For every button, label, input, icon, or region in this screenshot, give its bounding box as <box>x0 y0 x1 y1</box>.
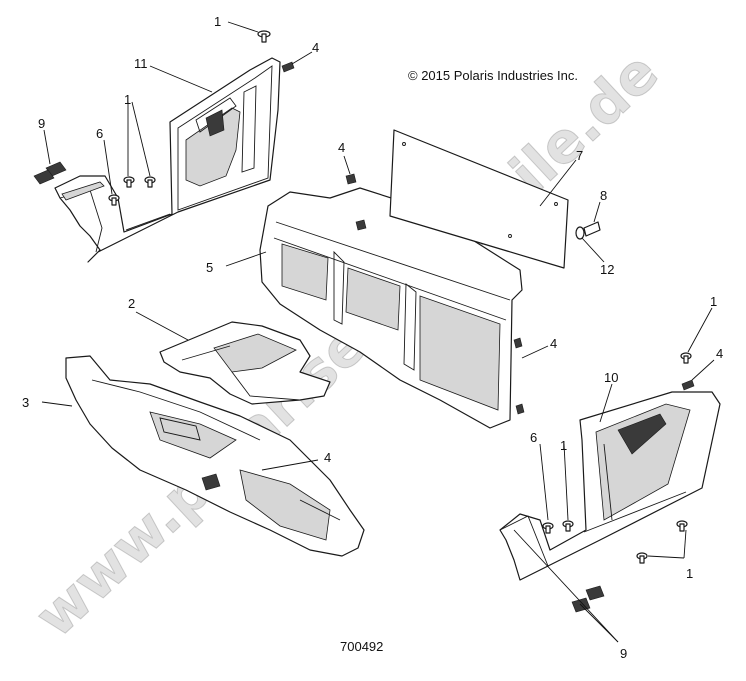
bolt-icon <box>33 161 67 185</box>
screw-icon <box>562 520 574 532</box>
callout-6: 6 <box>96 126 103 141</box>
callout-4: 4 <box>550 336 557 351</box>
clip-icon <box>681 379 695 391</box>
bolt-icon <box>571 585 605 613</box>
screw-icon <box>123 176 135 188</box>
leader-lines <box>41 21 715 643</box>
clip-icon <box>281 61 295 73</box>
callout-10: 10 <box>604 370 618 385</box>
callout-6: 6 <box>530 430 537 445</box>
part-3-floor-tub <box>65 355 365 557</box>
callout-1: 1 <box>214 14 221 29</box>
screw-icon <box>676 520 688 532</box>
callout-5: 5 <box>206 260 213 275</box>
screw-icon <box>636 552 648 564</box>
callout-labels: 1 4 11 1 9 6 4 7 8 5 12 2 4 1 4 3 10 4 6… <box>22 14 723 661</box>
diagram-number: 700492 <box>340 639 383 654</box>
screw-icon <box>108 194 120 206</box>
callout-8: 8 <box>600 188 607 203</box>
callout-4: 4 <box>324 450 331 465</box>
callout-11: 11 <box>134 56 148 71</box>
callout-9: 9 <box>620 646 627 661</box>
part-10-right-side-panel <box>499 391 721 581</box>
part-2-floor-pan <box>159 321 331 405</box>
screw-icon <box>680 352 692 364</box>
callout-1: 1 <box>124 92 131 107</box>
copyright-text: © 2015 Polaris Industries Inc. <box>408 68 578 83</box>
part-8-bolt <box>575 221 601 240</box>
callout-9: 9 <box>38 116 45 131</box>
part-11-left-side-panel <box>54 57 281 263</box>
screw-icon <box>257 30 271 43</box>
callout-4: 4 <box>312 40 319 55</box>
callout-1: 1 <box>560 438 567 453</box>
part-7-flat-panel <box>389 129 569 269</box>
callout-12: 12 <box>600 262 614 277</box>
fastener-group <box>33 30 695 613</box>
callout-2: 2 <box>128 296 135 311</box>
screw-icon <box>144 176 156 188</box>
callout-3: 3 <box>22 395 29 410</box>
callout-4: 4 <box>338 140 345 155</box>
screw-icon <box>542 522 554 534</box>
callout-4: 4 <box>716 346 723 361</box>
callout-7: 7 <box>576 148 583 163</box>
part-5-rear-panel <box>259 173 525 429</box>
callout-1: 1 <box>686 566 693 581</box>
callout-1: 1 <box>710 294 717 309</box>
